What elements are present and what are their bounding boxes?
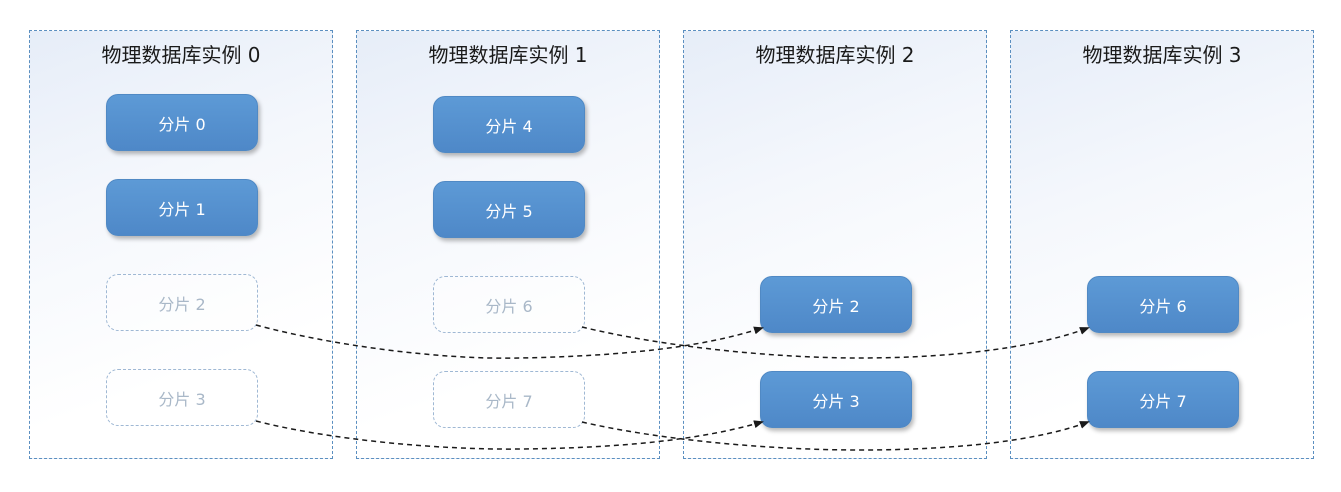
shard-3-migrated: 分片 3 [760,371,912,428]
shard-2-original: 分片 2 [106,274,258,331]
instance-3-container: 物理数据库实例 3 分片 6 分片 7 [1010,30,1314,459]
shard-3-original: 分片 3 [106,369,258,426]
instance-1-container: 物理数据库实例 1 分片 4 分片 5 分片 6 分片 7 [356,30,660,459]
shard-6-migrated: 分片 6 [1087,276,1239,333]
shard-7-original: 分片 7 [433,371,585,428]
instance-0-title: 物理数据库实例 0 [101,43,261,67]
shard-1: 分片 1 [106,179,258,236]
instance-2-container: 物理数据库实例 2 分片 2 分片 3 [683,30,987,459]
instance-1-title: 物理数据库实例 1 [428,43,588,67]
shard-2-migrated: 分片 2 [760,276,912,333]
shard-4: 分片 4 [433,96,585,153]
instance-3-title: 物理数据库实例 3 [1082,43,1242,67]
shard-7-migrated: 分片 7 [1087,371,1239,428]
shard-0: 分片 0 [106,94,258,151]
shard-5: 分片 5 [433,181,585,238]
shard-6-original: 分片 6 [433,276,585,333]
instance-0-container: 物理数据库实例 0 分片 0 分片 1 分片 2 分片 3 [29,30,333,459]
instance-2-title: 物理数据库实例 2 [755,43,915,67]
